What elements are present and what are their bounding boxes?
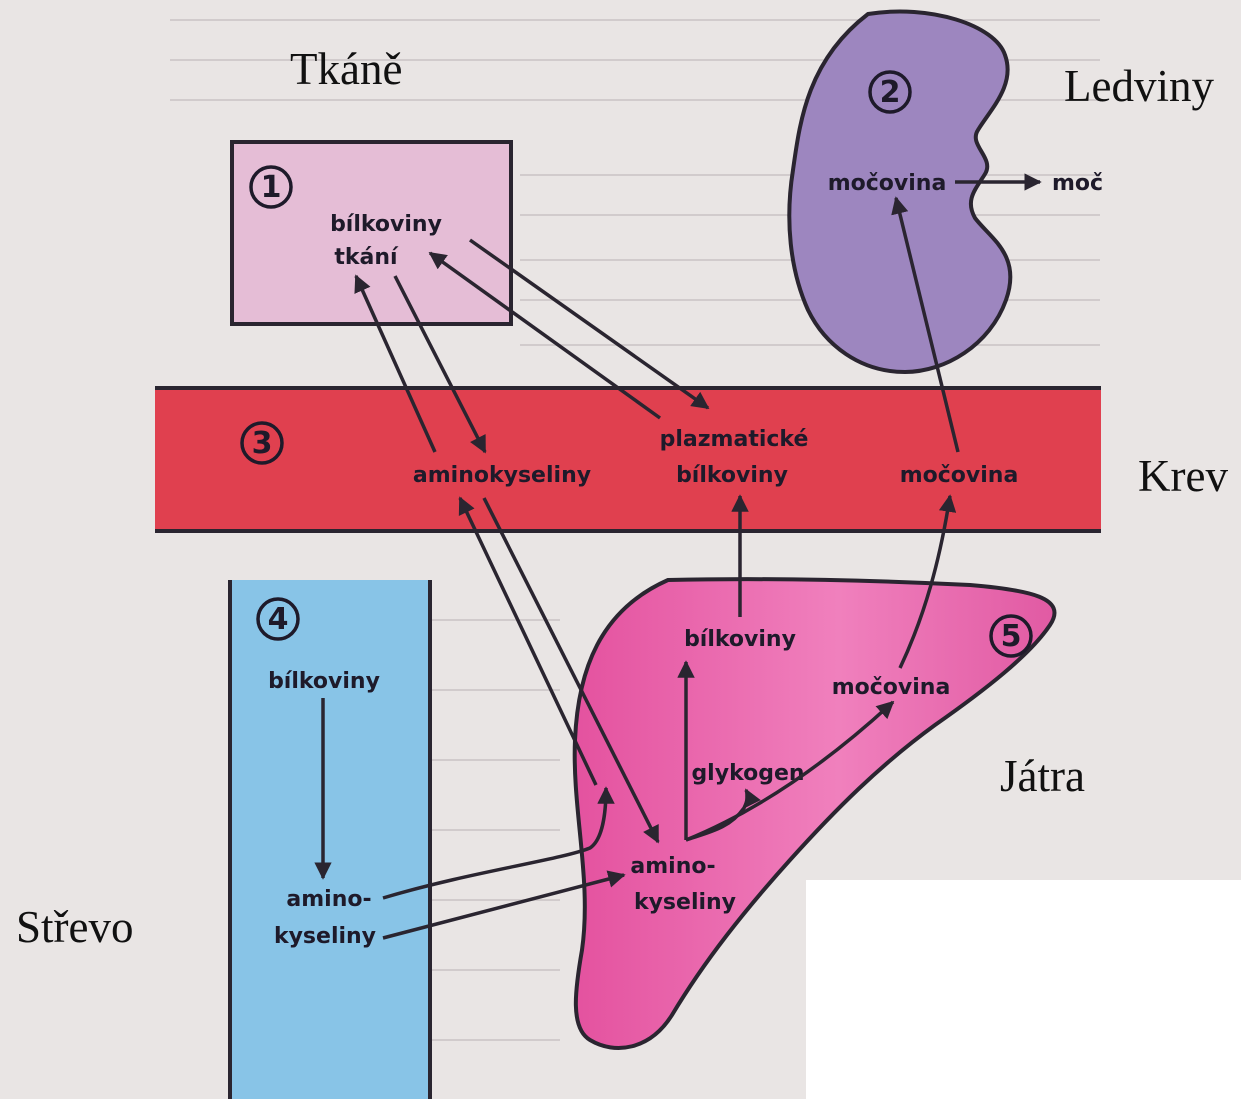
label-intestine: Střevo (16, 902, 134, 952)
kidney-urine: moč (1052, 171, 1103, 196)
blank-patch (806, 880, 1241, 1099)
blood-amino-acids: aminokyseliny (413, 463, 591, 488)
intestine-band (230, 580, 430, 1099)
label-tissues: Tkáně (290, 44, 402, 94)
liver-urea: močovina (832, 675, 951, 700)
intestine-proteins: bílkoviny (268, 669, 380, 694)
blood-plasma-line1: plazmatické (660, 427, 809, 452)
liver-amino-line2: kyseliny (634, 890, 736, 915)
label-blood: Krev (1138, 451, 1228, 501)
liver-proteins: bílkoviny (684, 627, 796, 652)
blood-number: 3 (252, 426, 273, 461)
kidney-urea: močovina (828, 171, 947, 196)
label-kidneys: Ledviny (1064, 61, 1214, 111)
kidney-number: 2 (880, 75, 901, 110)
tissue-proteins-line2: tkání (334, 245, 399, 270)
intestine-number: 4 (268, 602, 289, 637)
liver-number: 5 (1001, 619, 1022, 654)
blood-band (155, 388, 1101, 531)
tissue-number: 1 (261, 170, 282, 205)
intestine-amino-line2: kyseliny (274, 924, 376, 949)
liver-amino-line1: amino- (630, 854, 715, 879)
liver-to-blood-amino-arrow (460, 498, 596, 785)
intestine-amino-line1: amino- (286, 887, 371, 912)
blood-urea: močovina (900, 463, 1019, 488)
liver-glycogen: glykogen (691, 761, 804, 786)
label-liver: Játra (1000, 751, 1085, 801)
blood-plasma-line2: bílkoviny (676, 463, 788, 488)
tissue-proteins-line1: bílkoviny (330, 212, 442, 237)
